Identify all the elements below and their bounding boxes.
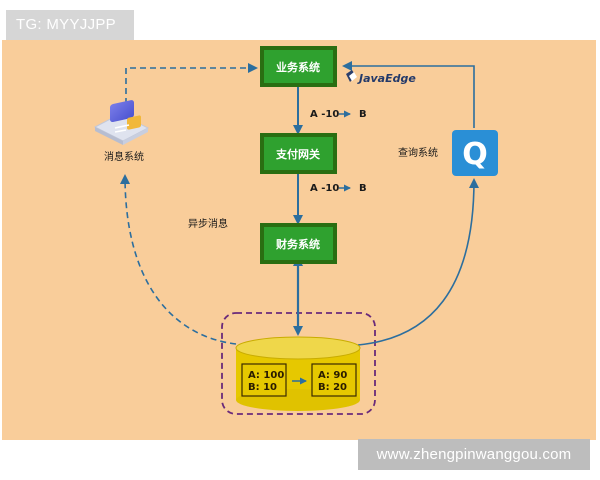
javaedge-brand-text: JavaEdge: [357, 72, 416, 85]
business-system-node: [260, 46, 337, 87]
db-after-a: A: 90: [318, 370, 347, 381]
arrow-message-to-business: [125, 63, 258, 104]
javaedge-logo: JavaEdge: [346, 70, 416, 85]
transfer1-from-label: A -10: [310, 109, 339, 120]
finance-system-label: 财务系统: [275, 237, 320, 251]
async-message-label: 异步消息: [188, 217, 228, 230]
db-after-b: B: 20: [318, 382, 347, 393]
payment-gateway-label: 支付网关: [275, 147, 320, 161]
payment-gateway-node: [260, 133, 337, 174]
transfer2-to-label: B: [359, 183, 367, 194]
message-system-icon: [93, 100, 150, 145]
transfer1-to-label: B: [359, 109, 367, 120]
db-before-a: A: 100: [248, 370, 284, 381]
db-before-state-box: [241, 363, 287, 397]
message-system-label: 消息系统: [104, 150, 144, 163]
tg-tag-label: TG: MYYJJPP: [6, 10, 134, 40]
business-system-label: 业务系统: [276, 60, 320, 74]
query-system-label: 查询系统: [398, 146, 438, 159]
arrow-db-to-query: [357, 178, 479, 346]
finance-system-node: [260, 223, 337, 264]
transfer2-from-label: A -10: [310, 183, 339, 194]
query-system-icon: Q: [452, 130, 498, 176]
arrow-query-to-business: [342, 61, 475, 128]
query-icon-letter: Q: [462, 137, 488, 172]
db-after-state-box: [311, 363, 357, 397]
db-before-b: B: 10: [248, 382, 277, 393]
website-watermark: www.zhengpinwanggou.com: [358, 439, 590, 470]
arrow-db-to-message-async: [120, 174, 237, 345]
